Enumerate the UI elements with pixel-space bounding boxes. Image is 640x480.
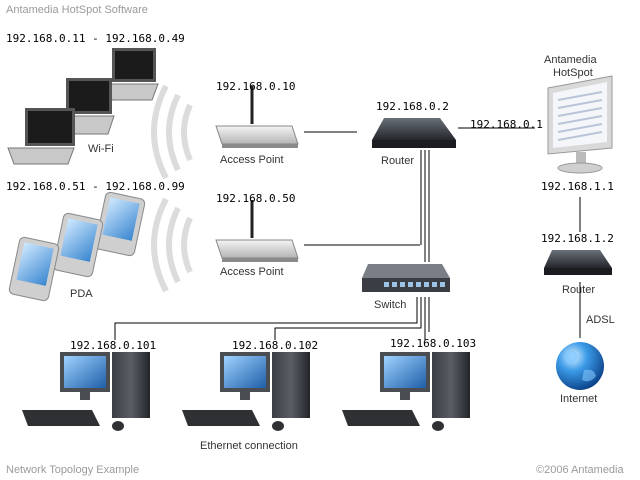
hotspot-lan-ip: 192.168.0.1	[470, 118, 543, 131]
workstation-1-ip: 192.168.0.101	[70, 339, 157, 352]
router-wan-label: Router	[562, 284, 596, 296]
wifi-waves-1	[151, 84, 193, 180]
hotspot-wan-ip: 192.168.1.1	[541, 180, 614, 193]
switch-label: Switch	[374, 299, 407, 311]
pda-ip-range: 192.168.0.51 - 192.168.0.99	[6, 180, 185, 193]
access-point-2-ip: 192.168.0.50	[216, 192, 296, 205]
footer-caption: Network Topology Example	[6, 464, 140, 476]
switch-icon	[362, 264, 450, 292]
hotspot-name-line1: Antamedia	[544, 54, 597, 66]
workstation-3-ip: 192.168.0.103	[390, 337, 477, 350]
internet-label: Internet	[560, 393, 598, 405]
workstation-2-ip: 192.168.0.102	[232, 339, 319, 352]
ethernet-connection-label: Ethernet connection	[200, 440, 298, 452]
workstation-3-icon	[342, 352, 470, 431]
hotspot-monitor-icon	[547, 75, 613, 174]
access-point-1-icon	[215, 86, 299, 148]
switch-ws1-link	[114, 297, 418, 340]
wifi-waves-2	[151, 197, 193, 293]
laptop-icon	[107, 48, 159, 101]
header-title: Antamedia HotSpot Software	[6, 4, 148, 16]
access-point-2-icon	[215, 200, 299, 262]
adsl-label: ADSL	[586, 314, 615, 326]
hotspot-name-line2: HotSpot	[553, 67, 593, 79]
access-point-1-ip: 192.168.0.10	[216, 80, 296, 93]
laptop-icon	[7, 108, 75, 165]
workstation-2-icon	[182, 352, 310, 431]
pda-icon	[94, 191, 146, 257]
access-point-1-label: Access Point	[220, 154, 284, 166]
switch-ws2-link	[274, 297, 422, 340]
router-wan-ip: 192.168.1.2	[541, 232, 614, 245]
pda-label: PDA	[70, 288, 93, 300]
wifi-ip-range: 192.168.0.11 - 192.168.0.49	[6, 32, 185, 45]
connection-lines	[114, 127, 581, 340]
wifi-label: Wi-Fi	[88, 143, 114, 155]
pda-icon	[52, 212, 104, 278]
router-wan-icon	[544, 250, 612, 275]
access-point-2-label: Access Point	[220, 266, 284, 278]
router-lan-label: Router	[381, 155, 415, 167]
router-lan-ip: 192.168.0.2	[376, 100, 449, 113]
pda-icon	[8, 236, 60, 302]
router-lan-icon	[372, 118, 456, 148]
workstation-1-icon	[22, 352, 150, 431]
footer-copyright: ©2006 Antamedia	[536, 464, 624, 476]
internet-globe-icon	[556, 342, 604, 390]
